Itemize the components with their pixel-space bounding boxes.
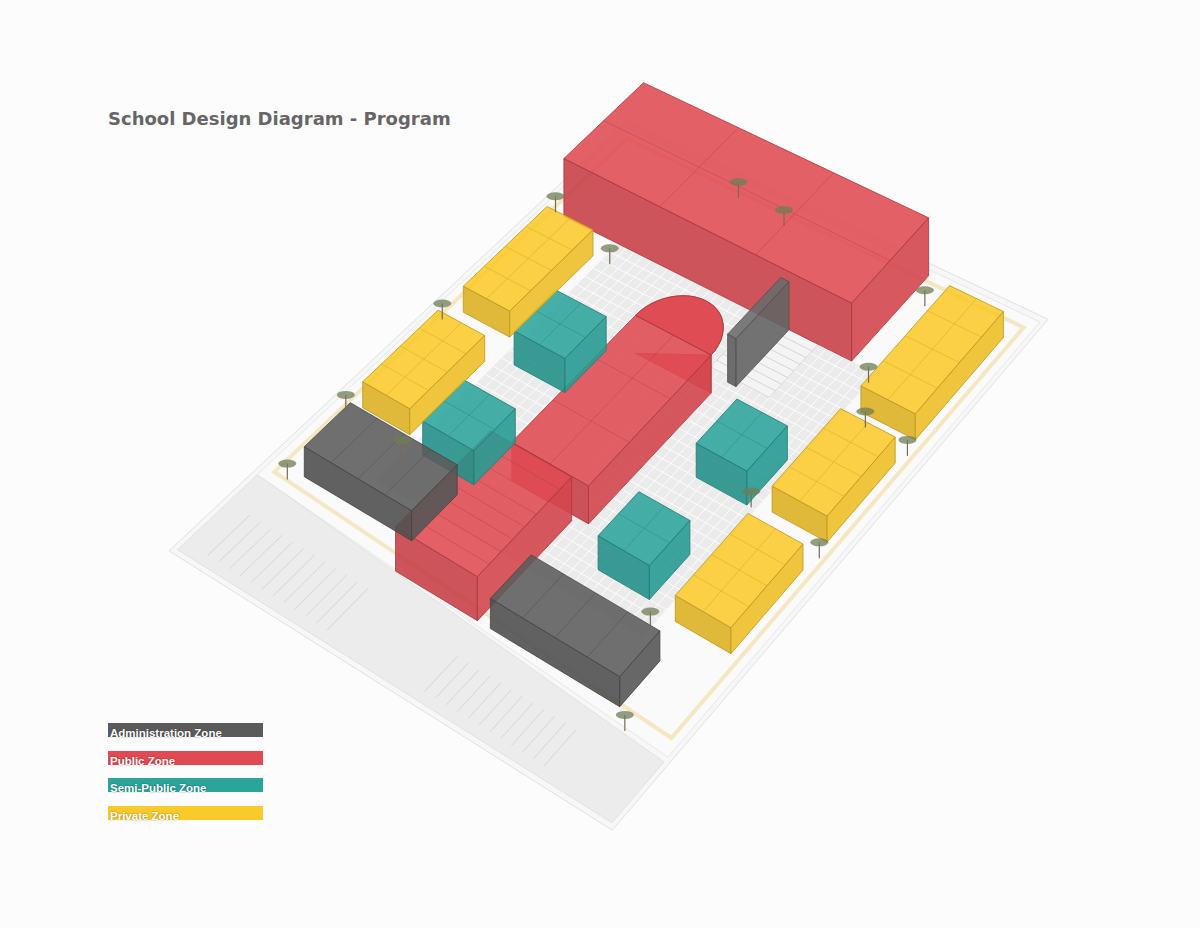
central-hall-room-line xyxy=(594,358,670,399)
admin-block-room-line xyxy=(523,574,564,618)
private-block-room-line xyxy=(800,423,868,501)
private-block-top xyxy=(363,310,485,409)
semi-public-block-room-line xyxy=(443,401,494,430)
semi-public-block-room-line xyxy=(535,310,586,337)
stair-line xyxy=(273,555,315,596)
stair-line xyxy=(457,676,490,711)
legend-text: Administration Zone xyxy=(108,726,222,740)
private-block-room-line xyxy=(824,428,879,457)
stair-line xyxy=(512,710,544,746)
stair-line xyxy=(436,663,469,698)
stair-line xyxy=(219,522,261,562)
private-block-room-line xyxy=(386,323,461,395)
legend-text: Semi-Public Zone xyxy=(108,781,207,795)
tree-crown xyxy=(916,286,934,294)
legend-row: Public Zone xyxy=(108,751,175,765)
private-block-room-line xyxy=(693,575,748,607)
stair-line xyxy=(468,683,501,718)
private-block-room-line xyxy=(526,226,572,250)
admin-block-room-line xyxy=(587,612,627,657)
stair-line xyxy=(229,529,271,569)
tree-crown xyxy=(641,608,659,616)
private-block-top xyxy=(675,513,803,627)
private-block-top xyxy=(463,206,593,311)
stair-line xyxy=(295,568,337,609)
private-block-room-line xyxy=(730,534,785,565)
tree-crown xyxy=(337,391,355,399)
private-block-top xyxy=(861,286,1004,414)
private-block-top xyxy=(772,409,895,516)
tree-crown xyxy=(810,538,828,546)
admin-block-top xyxy=(304,403,457,511)
private-block-room-line xyxy=(703,529,775,612)
private-block-room-line xyxy=(712,554,767,585)
tree-crown xyxy=(433,300,451,308)
stair-line xyxy=(327,588,368,630)
stair-line xyxy=(284,562,326,603)
stair-line xyxy=(305,575,346,617)
tree-crown xyxy=(393,436,411,444)
private-block-room-line xyxy=(806,447,861,476)
admin-block-room-line xyxy=(385,449,431,495)
stair-line xyxy=(522,716,554,752)
private-block-room-line xyxy=(484,266,530,291)
tree-crown xyxy=(601,244,619,252)
fin-wall-front xyxy=(728,334,736,386)
stair-line xyxy=(533,723,565,759)
private-block-room-line xyxy=(400,346,447,372)
tree-crown xyxy=(860,363,878,371)
stair-line xyxy=(490,696,522,732)
tree-crown xyxy=(742,487,760,495)
site-group xyxy=(169,83,1048,831)
admin-block-room-line xyxy=(555,593,596,638)
legend-row: Semi-Public Zone xyxy=(108,778,207,792)
stair-line xyxy=(208,515,250,555)
stair-line xyxy=(251,542,293,583)
stair-line xyxy=(479,690,512,726)
legend-text: Private Zone xyxy=(108,809,179,823)
fin-wall-top xyxy=(728,278,789,339)
title-box: School Design Diagram - Program xyxy=(108,108,451,129)
central-hall-room-line xyxy=(553,400,629,442)
stair-line xyxy=(316,582,357,624)
private-block-room-line xyxy=(927,311,981,337)
gym-block-top xyxy=(564,83,929,303)
tree-crown xyxy=(547,192,565,200)
gym-block-room-line xyxy=(604,121,890,261)
tree-crown xyxy=(729,178,747,186)
tree-crown xyxy=(898,436,916,444)
private-block-room-line xyxy=(905,336,959,363)
diagram-title: School Design Diagram - Program xyxy=(108,108,451,129)
private-block-room-line xyxy=(883,361,937,388)
private-block-room-line xyxy=(419,328,466,354)
stair-line xyxy=(501,703,533,739)
semi-public-block-room-line xyxy=(717,421,768,448)
stair-line xyxy=(544,729,576,765)
semi-public-block-top xyxy=(696,399,787,471)
private-block-room-line xyxy=(789,467,844,497)
stair-line xyxy=(446,670,479,705)
tree-crown xyxy=(278,460,296,468)
private-block-room-line xyxy=(888,299,976,400)
stair-line xyxy=(262,549,304,590)
legend-row: Administration Zone xyxy=(108,723,222,737)
admin-block-room-line xyxy=(331,418,377,463)
legend-row: Private Zone xyxy=(108,806,179,820)
tree-crown xyxy=(856,407,874,415)
stair-line xyxy=(425,656,458,691)
stair-line xyxy=(240,535,282,575)
legend-text: Public Zone xyxy=(108,754,175,768)
private-block-room-line xyxy=(486,218,570,299)
semi-public-block-room-line xyxy=(618,514,669,543)
admin-block-top xyxy=(490,555,660,677)
private-block-room-line xyxy=(505,246,551,270)
semi-public-block-top xyxy=(598,492,690,566)
tree-crown xyxy=(775,206,793,214)
private-block-room-line xyxy=(382,364,429,391)
tree-crown xyxy=(616,711,634,719)
